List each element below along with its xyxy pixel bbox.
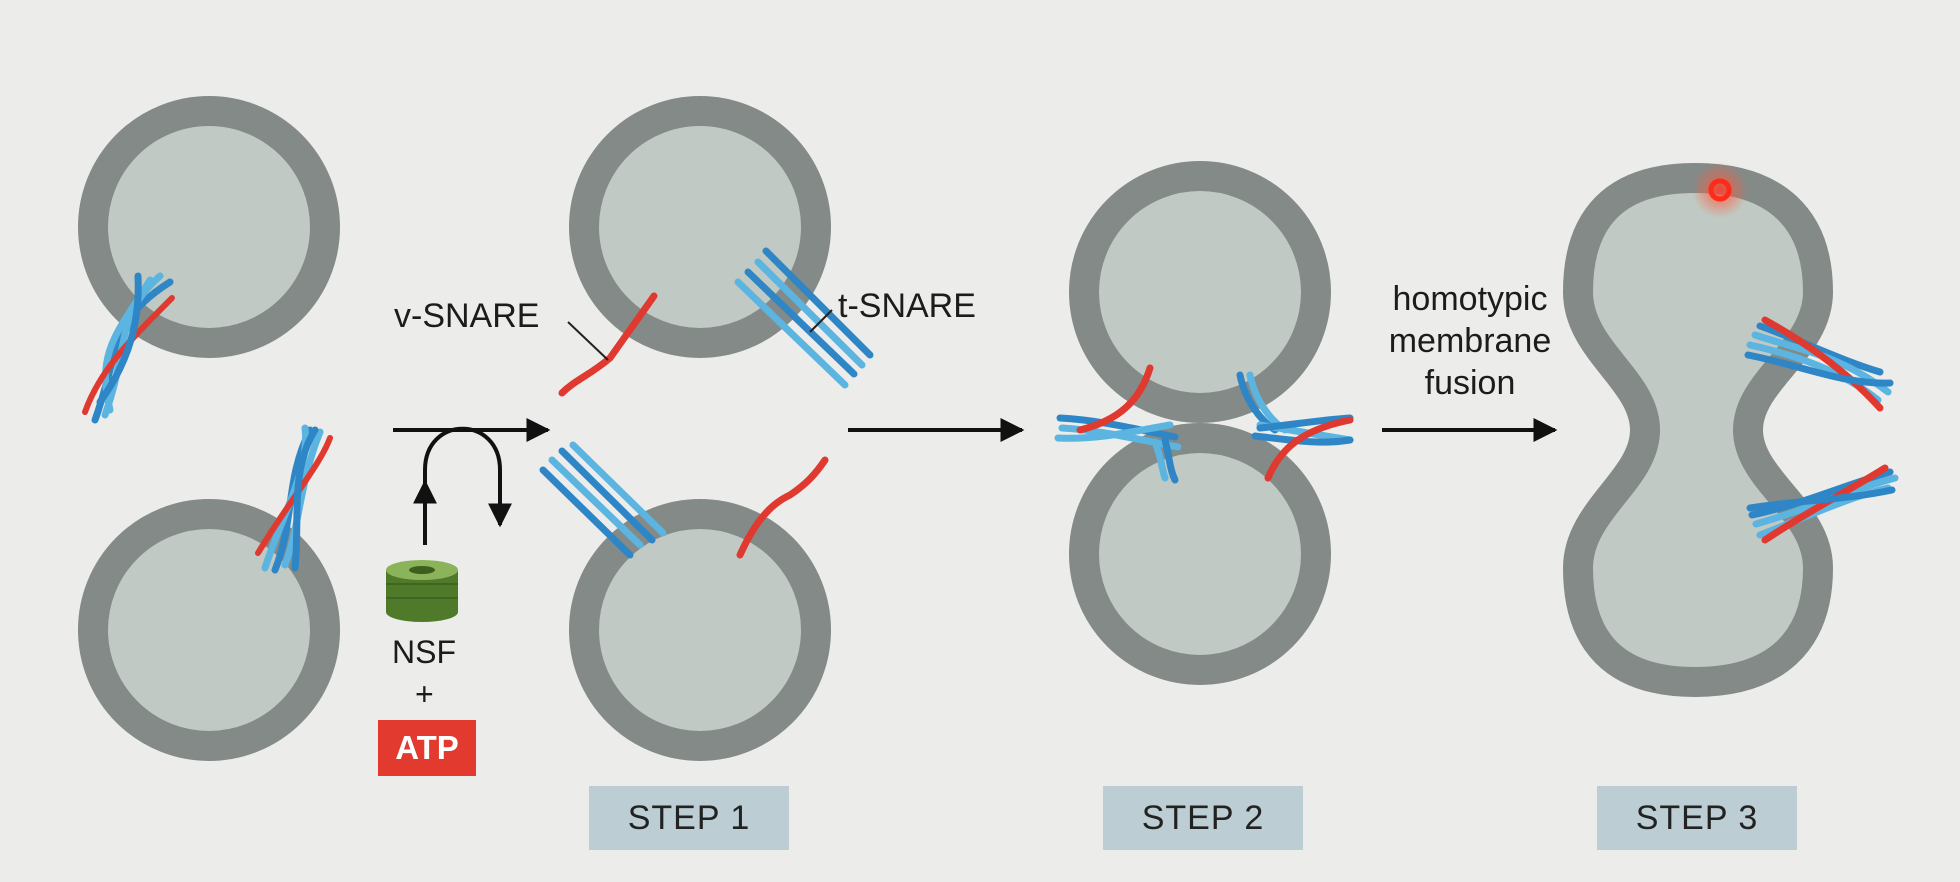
step3-upper-cis-snare-complex — [1744, 316, 1894, 412]
step1-v-snare — [558, 292, 658, 397]
step-1-label: STEP 1 — [589, 786, 789, 850]
fusion-label-line1: homotypic — [1392, 280, 1548, 318]
initial-top-vesicle — [78, 96, 340, 358]
fusion-label-line2: membrane — [1388, 322, 1552, 360]
step2-bottom-vesicle — [1069, 423, 1331, 685]
atp-badge: ATP — [378, 720, 476, 776]
initial-bottom-cis-snare-complex — [255, 424, 333, 574]
initial-bottom-vesicle — [78, 499, 340, 761]
step1-bottom-t-snare — [539, 441, 667, 559]
step1-t-snare — [734, 247, 874, 389]
plus-label: + — [415, 676, 434, 712]
step2-right-trans-snare — [1236, 371, 1354, 482]
v-snare-pointer — [567, 321, 609, 361]
v-snare-label: v-SNARE — [394, 297, 540, 335]
step1-bottom-vesicle — [569, 499, 831, 761]
t-snare-pointer — [809, 309, 833, 333]
nsf-label: NSF — [392, 634, 456, 670]
step2-left-trans-snare — [1054, 364, 1182, 484]
step-3-label: STEP 3 — [1597, 786, 1797, 850]
step3-lower-cis-snare-complex — [1746, 464, 1899, 544]
step1-bottom-v-snare — [736, 456, 829, 559]
step2-top-vesicle — [1069, 161, 1331, 423]
fusion-pore-dot-icon — [1692, 162, 1748, 218]
step-2-label: STEP 2 — [1103, 786, 1303, 850]
fusion-label-line3: fusion — [1424, 364, 1516, 402]
t-snare-label: t-SNARE — [838, 287, 976, 325]
nsf-ring-icon — [386, 560, 458, 622]
initial-top-cis-snare-complex — [82, 272, 175, 424]
cycle-arrow-icon — [423, 426, 512, 545]
step3-fused-vesicle — [1562, 162, 1834, 698]
